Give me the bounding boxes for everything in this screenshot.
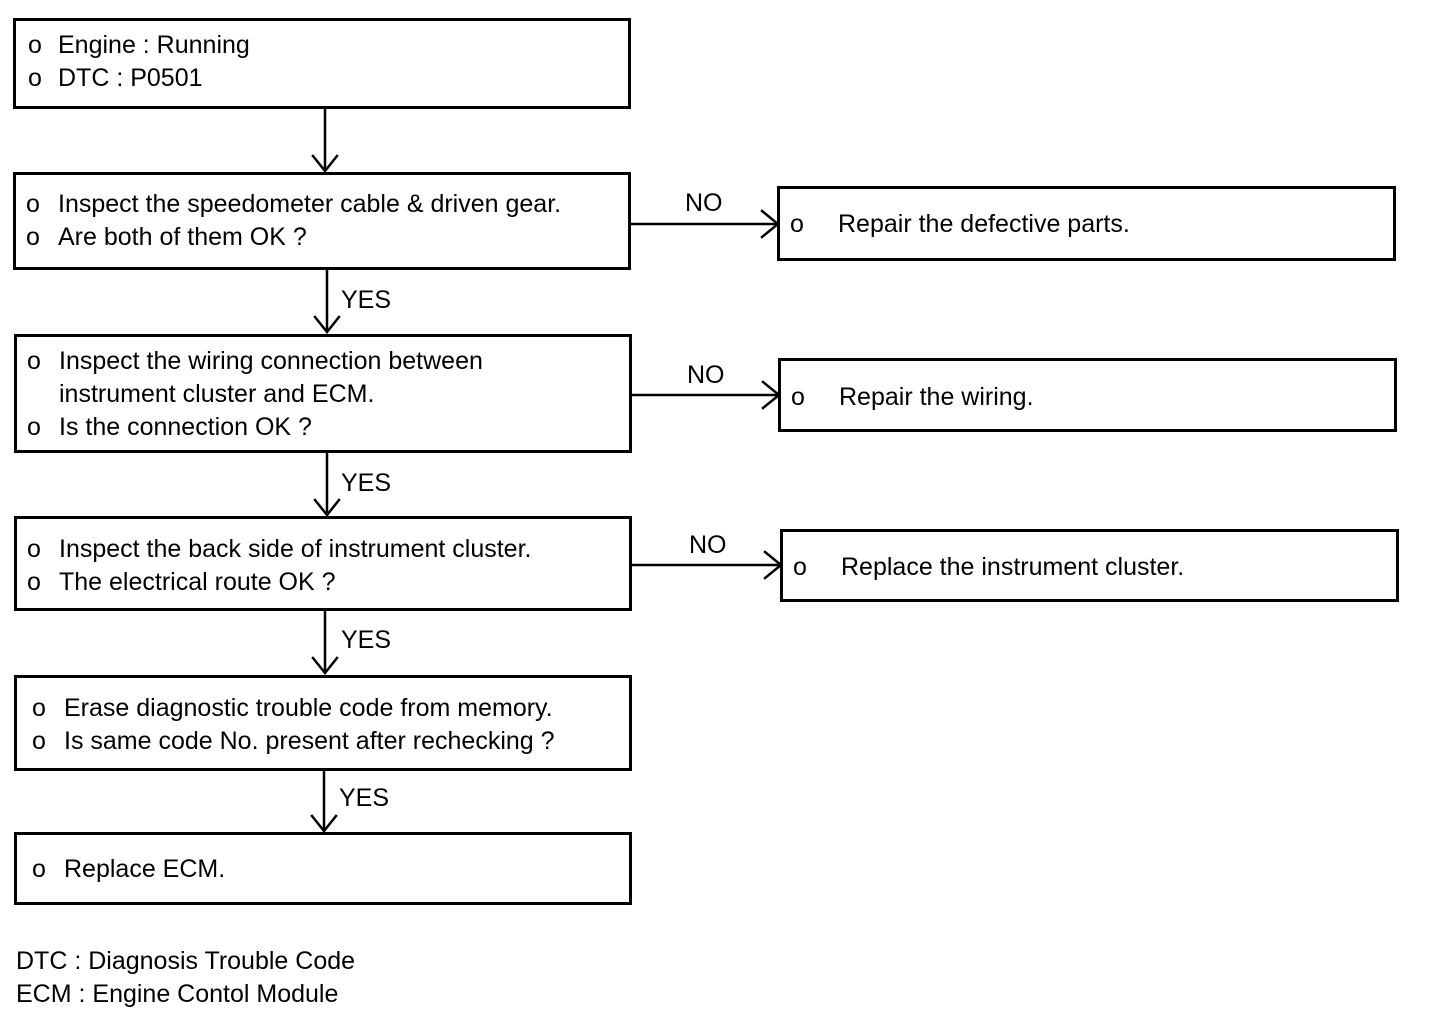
side-box-text: Replace the instrument cluster.: [841, 553, 1185, 581]
legend-dtc: DTC : Diagnosis Trouble Code: [16, 947, 356, 975]
box-line: Replace ECM.: [64, 855, 226, 883]
label-yes-step2: YES: [341, 469, 392, 497]
box-step-back-side: o Inspect the back side of instrument cl…: [14, 516, 632, 611]
box-repair-defective-parts: o Repair the defective parts.: [777, 186, 1396, 261]
box-line: Inspect the wiring connection between: [59, 347, 483, 375]
box-repair-wiring: o Repair the wiring.: [778, 358, 1397, 432]
bullet-marker: o: [27, 413, 41, 441]
bullet-marker: o: [27, 535, 41, 563]
box-line: Is the connection OK ?: [59, 413, 312, 441]
box-replace-ecm: o Replace ECM.: [14, 832, 632, 905]
bullet-marker: o: [27, 347, 41, 375]
label-no-step2: NO: [687, 361, 725, 389]
bullet-marker: o: [32, 727, 46, 755]
label-no-step1: NO: [685, 189, 723, 217]
bullet-marker: o: [28, 31, 42, 59]
bullet-marker: o: [32, 694, 46, 722]
box-start-conditions: o Engine : Running o DTC : P0501: [13, 18, 631, 109]
box-replace-instrument-cluster: o Replace the instrument cluster.: [780, 529, 1399, 602]
bullet-marker: o: [791, 383, 805, 411]
box-line: The electrical route OK ?: [59, 568, 336, 596]
box-line: Are both of them OK ?: [58, 223, 307, 251]
label-yes-step4: YES: [339, 784, 390, 812]
side-box-text: Repair the wiring.: [839, 383, 1034, 411]
box-line: Inspect the back side of instrument clus…: [59, 535, 532, 563]
box-line: Inspect the speedometer cable & driven g…: [58, 190, 562, 218]
bullet-marker: o: [32, 855, 46, 883]
label-no-step3: NO: [689, 531, 727, 559]
bullet-marker: o: [26, 223, 40, 251]
legend-ecm: ECM : Engine Contol Module: [16, 980, 339, 1008]
box-step-wiring: o Inspect the wiring connection between …: [14, 334, 632, 453]
box-line: instrument cluster and ECM.: [59, 380, 375, 408]
box-line: Is same code No. present after recheckin…: [64, 727, 555, 755]
box-step-erase-dtc: o Erase diagnostic trouble code from mem…: [14, 675, 632, 771]
bullet-marker: o: [790, 210, 804, 238]
box-line: DTC : P0501: [58, 64, 203, 92]
box-line: Erase diagnostic trouble code from memor…: [64, 694, 553, 722]
label-yes-step1: YES: [341, 286, 392, 314]
box-line: Engine : Running: [58, 31, 250, 59]
label-yes-step3: YES: [341, 626, 392, 654]
bullet-marker: o: [27, 568, 41, 596]
bullet-marker: o: [28, 64, 42, 92]
bullet-marker: o: [793, 553, 807, 581]
side-box-text: Repair the defective parts.: [838, 210, 1130, 238]
bullet-marker: o: [26, 190, 40, 218]
box-step-speedometer: o Inspect the speedometer cable & driven…: [13, 172, 631, 270]
